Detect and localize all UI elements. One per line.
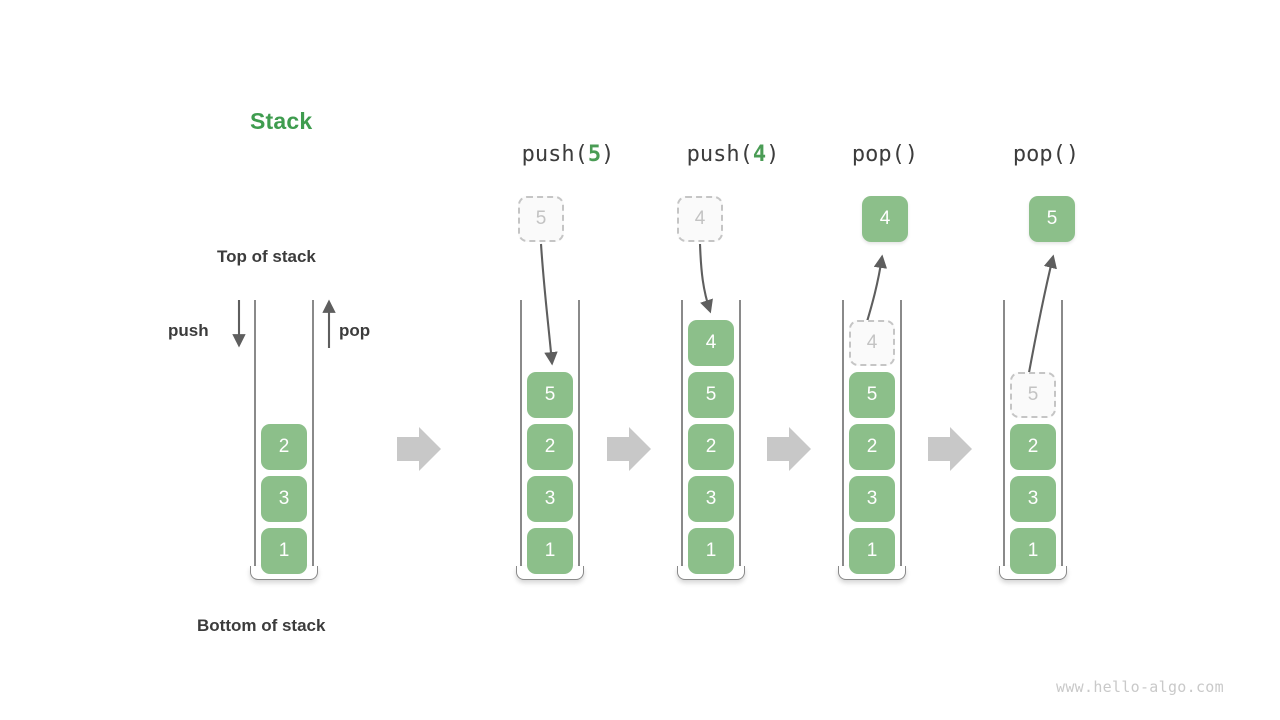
floating-push-value: 4	[677, 196, 723, 242]
popped-value: 5	[1029, 196, 1075, 242]
stack-cell: 1	[688, 528, 734, 574]
watermark: www.hello-algo.com	[1056, 678, 1224, 696]
push-5-motion-arrow	[539, 243, 558, 366]
stack-wall-left	[1003, 300, 1005, 576]
stack-cell-removed: 4	[849, 320, 895, 366]
stack-cell-removed: 5	[1010, 372, 1056, 418]
stack-cell: 3	[1010, 476, 1056, 522]
stack-cell: 3	[849, 476, 895, 522]
stack-cell: 1	[849, 528, 895, 574]
stack-wall-left	[681, 300, 683, 576]
stack-wall-left	[842, 300, 844, 576]
stack-cell: 5	[688, 372, 734, 418]
op-header-pop-1: pop()	[805, 142, 965, 167]
stack-cell: 3	[688, 476, 734, 522]
op-header-push-5-pre: push(	[521, 142, 588, 167]
stack-cell: 2	[527, 424, 573, 470]
op-header-pop-2: pop()	[966, 142, 1126, 167]
op-header-push-4-post: )	[766, 142, 780, 167]
stack-cell: 3	[261, 476, 307, 522]
op-header-push-4-num: 4	[752, 142, 767, 167]
stack-wall-left	[520, 300, 522, 576]
stack-cell: 1	[527, 528, 573, 574]
top-of-stack-label: Top of stack	[217, 247, 316, 266]
stack-cell: 2	[688, 424, 734, 470]
page-title: Stack	[250, 108, 313, 134]
stack-wall-right	[578, 300, 580, 576]
stack-wall-right	[739, 300, 741, 576]
floating-push-value: 5	[518, 196, 564, 242]
popped-value: 4	[862, 196, 908, 242]
stack-wall-right	[1061, 300, 1063, 576]
stack-cell: 1	[1010, 528, 1056, 574]
stack-cell: 2	[849, 424, 895, 470]
stack-cell: 4	[688, 320, 734, 366]
pop-label: pop	[339, 321, 371, 340]
op-header-push-5-num: 5	[587, 142, 602, 167]
pop-5-motion-arrow	[1026, 254, 1057, 379]
stack-cell: 5	[849, 372, 895, 418]
bottom-of-stack-label: Bottom of stack	[197, 616, 326, 635]
transition-arrow-3	[767, 427, 811, 471]
push-4-motion-arrow	[698, 243, 713, 314]
op-header-pop-2-text: pop()	[1012, 142, 1080, 167]
stack-cell: 3	[527, 476, 573, 522]
op-header-push-4-pre: push(	[686, 142, 753, 167]
transition-arrow-4	[928, 427, 972, 471]
op-header-push-4: push(4)	[653, 142, 813, 167]
stack-cell: 2	[261, 424, 307, 470]
stack-cell: 1	[261, 528, 307, 574]
push-label: push	[168, 321, 209, 340]
stack-wall-right	[900, 300, 902, 576]
transition-arrow-2	[607, 427, 651, 471]
stack-cell: 2	[1010, 424, 1056, 470]
op-header-pop-1-text: pop()	[851, 142, 919, 167]
transition-arrow-1	[397, 427, 441, 471]
stack-wall-right	[312, 300, 314, 576]
stack-cell: 5	[527, 372, 573, 418]
op-header-push-5: push(5)	[488, 142, 648, 167]
op-header-push-5-post: )	[601, 142, 615, 167]
stack-wall-left	[254, 300, 256, 576]
pop-4-motion-arrow	[864, 254, 888, 326]
